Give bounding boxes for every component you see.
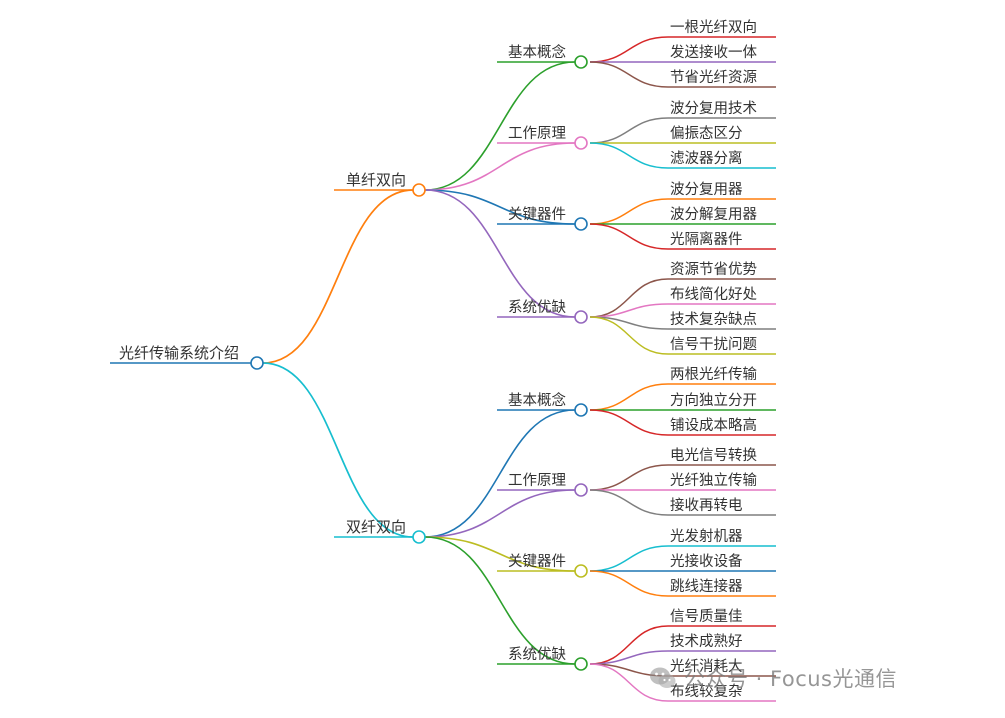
leaf-2-4-4-label: 布线较复杂: [670, 682, 743, 700]
leaf-1-3-2-label: 波分解复用器: [670, 205, 757, 223]
wechat-icon: [650, 667, 676, 688]
topic-2-4-node[interactable]: [574, 657, 588, 671]
topic-1-4-node[interactable]: [574, 310, 588, 324]
topic-2-1-node[interactable]: [574, 403, 588, 417]
edge-topic-1-2-to-leaf-1: [589, 117, 669, 144]
edge-topic-1-4-to-leaf-1: [589, 278, 669, 318]
edge-topic-2-3-to-leaf-3: [589, 570, 669, 597]
leaf-2-2-1-label: 电光信号转换: [670, 447, 757, 464]
leaf-1-3-3-label: 光隔离器件: [670, 231, 743, 248]
leaf-1-4-4-label: 信号干扰问题: [670, 336, 757, 353]
edge-topic-1-3-to-leaf-3: [589, 223, 669, 250]
topic-1-4-label: 系统优缺: [508, 299, 566, 316]
leaf-1-3-1-label: 波分复用器: [670, 180, 743, 198]
edge-topic-2-4-to-leaf-1: [589, 625, 669, 665]
edge-root-to-branch-2: [262, 362, 414, 538]
topic-2-3-node[interactable]: [574, 564, 588, 578]
edge-branch-1-to-topic-3: [424, 189, 576, 225]
topic-2-4-label: 系统优缺: [508, 646, 566, 663]
root-node[interactable]: [250, 356, 264, 370]
branch-2-node[interactable]: [412, 530, 426, 544]
root-label: 光纤传输系统介绍: [119, 344, 239, 362]
edge-branch-2-to-topic-1: [424, 409, 576, 538]
edge-topic-2-3-to-leaf-1: [589, 545, 669, 572]
edge-branch-2-to-topic-4: [424, 536, 576, 665]
leaf-1-4-1-label: 资源节省优势: [670, 261, 757, 278]
topic-2-1-label: 基本概念: [508, 391, 566, 409]
edge-branch-1-to-topic-2: [424, 142, 576, 191]
leaf-2-1-3-label: 铺设成本略高: [670, 417, 757, 434]
watermark-text: 公众号 · Focus光通信: [684, 667, 898, 691]
leaf-2-3-1-label: 光发射机器: [670, 528, 743, 545]
edge-topic-1-2-to-leaf-3: [589, 142, 669, 169]
topic-2-2-label: 工作原理: [508, 472, 566, 489]
mind-map-edges: [110, 36, 776, 702]
edge-topic-2-4-to-leaf-4: [589, 663, 669, 702]
edge-branch-2-to-topic-2: [424, 489, 576, 538]
edge-topic-1-4-to-leaf-4: [589, 316, 669, 355]
watermark: 公众号 · Focus光通信: [648, 660, 897, 696]
leaf-2-4-1-label: 信号质量佳: [670, 608, 743, 625]
leaf-2-2-3-label: 接收再转电: [670, 497, 743, 514]
leaf-2-4-2-label: 技术成熟好: [670, 633, 743, 650]
leaf-2-1-1-label: 两根光纤传输: [670, 366, 757, 383]
leaf-2-2-2-label: 光纤独立传输: [670, 472, 757, 489]
topic-1-3-label: 关键器件: [508, 206, 566, 223]
edge-topic-1-3-to-leaf-1: [589, 198, 669, 225]
mind-map-nodes: 光纤传输系统介绍单纤双向基本概念一根光纤双向发送接收一体节省光纤资源工作原理波分…: [119, 19, 757, 700]
branch-1-label: 单纤双向: [346, 171, 406, 189]
leaf-2-3-2-label: 光接收设备: [670, 553, 743, 570]
edge-topic-2-2-to-leaf-1: [589, 464, 669, 491]
leaf-1-1-2-label: 发送接收一体: [670, 44, 757, 61]
topic-1-1-node[interactable]: [574, 55, 588, 69]
branch-2-label: 双纤双向: [346, 518, 406, 536]
edge-branch-2-to-topic-3: [424, 536, 576, 572]
topic-1-2-label: 工作原理: [508, 125, 566, 142]
leaf-1-1-3-label: 节省光纤资源: [670, 69, 757, 86]
leaf-2-1-2-label: 方向独立分开: [670, 392, 757, 409]
leaf-1-2-3-label: 滤波器分离: [670, 150, 743, 167]
leaf-1-4-2-label: 布线简化好处: [670, 286, 757, 303]
leaf-2-3-3-label: 跳线连接器: [670, 578, 743, 595]
leaf-1-1-1-label: 一根光纤双向: [670, 19, 757, 36]
topic-2-2-node[interactable]: [574, 483, 588, 497]
edge-topic-2-1-to-leaf-1: [589, 383, 669, 411]
edge-topic-2-2-to-leaf-3: [589, 489, 669, 516]
topic-1-2-node[interactable]: [574, 136, 588, 150]
leaf-1-4-3-label: 技术复杂缺点: [670, 310, 757, 328]
leaf-1-2-1-label: 波分复用技术: [670, 99, 757, 117]
edge-topic-1-1-to-leaf-3: [589, 61, 669, 88]
edge-topic-1-1-to-leaf-1: [589, 36, 669, 63]
edge-branch-1-to-topic-4: [424, 189, 576, 318]
topic-1-1-label: 基本概念: [508, 43, 566, 61]
topic-2-3-label: 关键器件: [508, 553, 566, 570]
leaf-1-2-2-label: 偏振态区分: [670, 125, 743, 142]
edge-topic-2-1-to-leaf-3: [589, 409, 669, 436]
edge-root-to-branch-1: [262, 189, 414, 364]
edge-branch-1-to-topic-1: [424, 61, 576, 191]
topic-1-3-node[interactable]: [574, 217, 588, 231]
branch-1-node[interactable]: [412, 183, 426, 197]
leaf-2-4-3-label: 光纤消耗大: [670, 658, 743, 675]
